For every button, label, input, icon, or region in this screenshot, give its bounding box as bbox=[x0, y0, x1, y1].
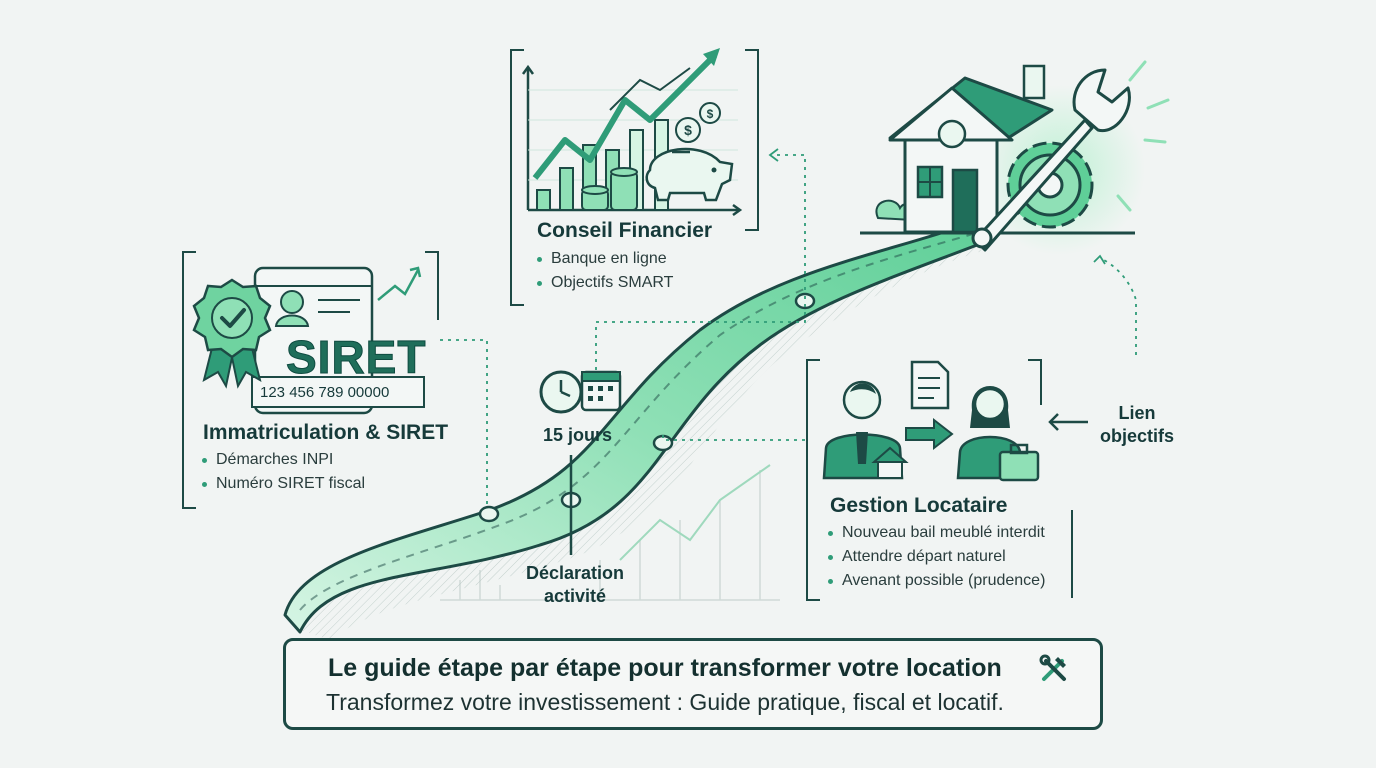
arrow-heads bbox=[768, 148, 1106, 265]
duration-label: 15 jours bbox=[543, 425, 613, 445]
svg-text:$: $ bbox=[684, 122, 692, 138]
trend-arrow-icon bbox=[377, 266, 422, 301]
lien-objectifs-label: Lien objectifs bbox=[1099, 403, 1174, 446]
suitcase-icon bbox=[998, 443, 1040, 482]
milestone-label: Déclaration activité bbox=[525, 563, 625, 606]
coin-stack-icon bbox=[581, 167, 638, 211]
road-centerline bbox=[299, 231, 981, 611]
list-item: Objectifs SMART bbox=[535, 274, 673, 292]
handover-arrow-icon bbox=[905, 417, 954, 451]
gestion-bullets: Nouveau bail meublé interdit Attendre dé… bbox=[826, 524, 1045, 596]
siret-number: 123 456 789 00000 bbox=[260, 384, 390, 401]
dotted-connectors bbox=[440, 154, 1137, 505]
background-chart bbox=[440, 464, 780, 601]
conseil-frame bbox=[510, 49, 759, 306]
list-item: Banque en ligne bbox=[535, 250, 673, 268]
road-node bbox=[794, 292, 816, 310]
list-item: Démarches INPI bbox=[200, 451, 365, 469]
immatriculation-bullets: Démarches INPI Numéro SIRET fiscal bbox=[200, 451, 365, 499]
list-item: Nouveau bail meublé interdit bbox=[826, 524, 1045, 542]
road-node bbox=[652, 434, 674, 452]
house-icon bbox=[875, 64, 1054, 234]
svg-text:$: $ bbox=[707, 107, 714, 121]
list-item: Attendre départ naturel bbox=[826, 548, 1045, 566]
road-node bbox=[478, 505, 500, 523]
banner-subtitle: Transformez votre investissement : Guide… bbox=[326, 689, 1004, 715]
guide-banner: Le guide étape par étape pour transforme… bbox=[283, 638, 1103, 730]
siret-badge-text: SIRET bbox=[285, 331, 427, 384]
tools-icon bbox=[1039, 654, 1066, 681]
gestion-frame bbox=[806, 359, 1073, 601]
lien-arrow-icon bbox=[1048, 413, 1088, 431]
gestion-title: Gestion Locataire bbox=[830, 494, 1008, 517]
list-item: Avenant possible (prudence) bbox=[826, 572, 1045, 590]
banner-title: Le guide étape par étape pour transforme… bbox=[328, 654, 1002, 682]
sparkle-lines bbox=[1116, 60, 1170, 212]
document-icon bbox=[910, 360, 950, 410]
road-nodes bbox=[478, 292, 816, 523]
conseil-title: Conseil Financier bbox=[537, 219, 713, 242]
clock-icon bbox=[539, 370, 583, 414]
conseil-bullets: Banque en ligne Objectifs SMART bbox=[535, 250, 673, 298]
calendar-icon bbox=[580, 370, 622, 412]
road-shadow bbox=[300, 232, 985, 640]
list-item: Numéro SIRET fiscal bbox=[200, 475, 365, 493]
siret-number-box bbox=[251, 376, 425, 408]
small-house-icon bbox=[871, 446, 909, 479]
siret-frame bbox=[182, 251, 439, 509]
piggy-bank-icon bbox=[645, 147, 734, 202]
immatriculation-title: Immatriculation & SIRET bbox=[203, 421, 449, 444]
dollar-coin-icon: $ $ bbox=[675, 102, 721, 143]
rosette-check-icon bbox=[192, 278, 272, 389]
wrench-icon bbox=[971, 68, 1131, 252]
gear-icon bbox=[1006, 141, 1094, 229]
